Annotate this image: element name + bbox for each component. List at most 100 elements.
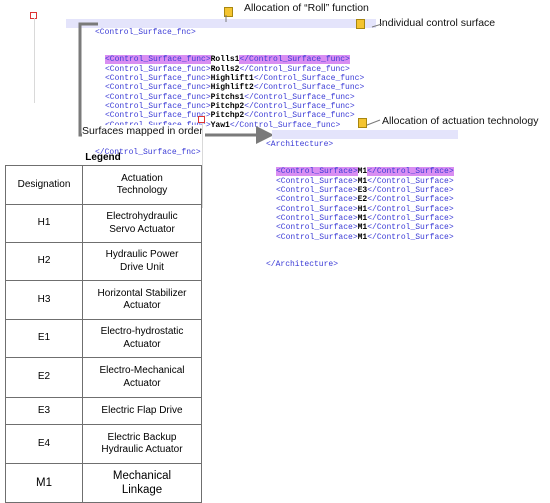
xml-item-value: M1 [357,223,368,233]
xml-item-line: <Control_Surface>M1</Control_Surface> [276,214,454,223]
xml-item-value: Yaw1 [210,120,230,130]
xml-item-close-tag: </Control_Surface> [367,167,454,177]
xml-close-tag: </Control_Surface_fnc> [95,148,201,158]
legend-code-cell: E1 [5,319,83,358]
editor-gutter-arch [202,123,203,208]
xml-item-open-tag: <Control_Surface> [276,176,358,186]
xml-item-close-tag: </Control_Surface> [367,223,454,233]
xml-item-value: Pitchs1 [210,92,245,102]
legend-tech-cell: Electric Backup Hydraulic Actuator [82,424,202,464]
legend-code-cell: H1 [5,204,83,243]
xml-item-open-tag: <Control_Surface_func> [105,64,211,74]
xml-item-close-tag: </Control_Surface> [367,186,454,196]
xml-item-line: <Control_Surface>E2</Control_Surface> [276,195,454,204]
xml-item-value: M1 [357,167,368,177]
xml-item-value: E2 [357,195,368,205]
note-icon [356,19,365,29]
xml-item-open-tag: <Control_Surface> [276,213,358,223]
xml-item-line: <Control_Surface_func>Pitchp2</Control_S… [105,102,364,111]
editor-gutter-top [34,18,35,103]
xml-item-open-tag: <Control_Surface_func> [105,101,211,111]
xml-item-value: Highlift1 [210,74,254,84]
xml-item-close-tag: </Control_Surface_func> [253,74,365,84]
legend-code-cell: E3 [5,397,83,425]
xml-item-open-tag: <Control_Surface> [276,195,358,205]
architecture-block: <Architecture> <Control_Surface>M1</Cont… [266,121,454,279]
xml-item-line: <Control_Surface>M1</Control_Surface> [276,233,454,242]
legend-code-cell: H2 [5,242,83,281]
xml-item-open-tag: <Control_Surface> [276,186,358,196]
xml-item-value: M1 [357,232,368,242]
roll-allocation-label: Allocation of “Roll” function [244,2,369,14]
xml-item-value: M1 [357,213,368,223]
selected-line-arch [272,130,458,139]
fold-marker-top[interactable] [30,12,37,19]
xml-item-value: E3 [357,186,368,196]
xml-item-line: <Control_Surface_func>Highlift1</Control… [105,74,364,83]
xml-item-close-tag: </Control_Surface_func> [244,92,355,102]
legend-tech-cell: Electric Flap Drive [82,397,202,425]
legend-code-cell: M1 [5,463,83,503]
legend-title: Legend [85,152,121,163]
xml-items: <Control_Surface>M1</Control_Surface><Co… [266,167,454,242]
xml-item-close-tag: </Control_Surface> [367,232,454,242]
xml-item-line: <Control_Surface>M1</Control_Surface> [276,167,454,177]
legend-tech-cell: Horizontal Stabilizer Actuator [82,280,202,320]
legend-code-cell: E4 [5,424,83,464]
legend-code-cell: E2 [5,357,83,398]
xml-item-value: Rolls1 [210,55,240,65]
xml-item-value: H1 [357,204,368,214]
xml-item-close-tag: </Control_Surface> [367,176,454,186]
xml-item-value: M1 [357,176,368,186]
xml-item-value: Pitchp2 [210,111,245,121]
xml-items: <Control_Surface_func>Rolls1</Control_Su… [95,55,364,130]
xml-item-line: <Control_Surface>H1</Control_Surface> [276,205,454,214]
xml-item-close-tag: </Control_Surface> [367,204,454,214]
xml-item-value: Pitchp2 [210,101,245,111]
xml-item-value: Highlift2 [210,83,254,93]
xml-item-line: <Control_Surface_func>Highlift2</Control… [105,83,364,92]
xml-item-line: <Control_Surface_func>Rolls2</Control_Su… [105,65,364,74]
xml-open-tag: <Architecture> [266,139,334,149]
xml-item-line: <Control_Surface>M1</Control_Surface> [276,177,454,186]
legend-tech-cell: Electro-Mechanical Actuator [82,357,202,398]
xml-item-close-tag: </Control_Surface_func> [239,64,350,74]
xml-open-tag: <Control_Surface_fnc> [95,27,196,37]
xml-item-open-tag: <Control_Surface> [276,167,358,177]
xml-item-close-tag: </Control_Surface> [367,213,454,223]
surfaces-mapped-label: Surfaces mapped in order [82,125,205,137]
xml-item-line: <Control_Surface_func>Rolls1</Control_Su… [105,55,364,65]
xml-item-line: <Control_Surface>M1</Control_Surface> [276,223,454,232]
xml-item-line: <Control_Surface_func>Pitchp2</Control_S… [105,111,364,120]
note-icon [358,118,367,128]
xml-item-close-tag: </Control_Surface_func> [244,111,355,121]
xml-item-line: <Control_Surface>E3</Control_Surface> [276,186,454,195]
xml-item-close-tag: </Control_Surface> [367,195,454,205]
legend-tech-cell: Hydraulic Power Drive Unit [82,242,202,281]
xml-item-close-tag: </Control_Surface_func> [244,101,355,111]
xml-item-open-tag: <Control_Surface> [276,204,358,214]
xml-item-open-tag: <Control_Surface> [276,232,358,242]
xml-item-open-tag: <Control_Surface_func> [105,55,211,65]
xml-item-open-tag: <Control_Surface_func> [105,83,211,93]
xml-item-open-tag: <Control_Surface> [276,223,358,233]
individual-surface-label: Individual control surface [379,17,496,29]
xml-item-open-tag: <Control_Surface_func> [105,74,211,84]
xml-item-close-tag: </Control_Surface_func> [229,120,341,130]
xml-item-open-tag: <Control_Surface_func> [105,92,211,102]
xml-close-tag: </Architecture> [266,260,339,270]
fold-marker-arch[interactable] [198,116,205,123]
legend-header-cell: Designation [5,165,83,205]
legend-code-cell: H3 [5,280,83,320]
xml-item-line: <Control_Surface_func>Pitchs1</Control_S… [105,93,364,102]
actuation-allocation-label: Allocation of actuation technology [382,115,539,127]
xml-item-open-tag: <Control_Surface_func> [105,111,211,121]
note-icon [224,7,233,17]
